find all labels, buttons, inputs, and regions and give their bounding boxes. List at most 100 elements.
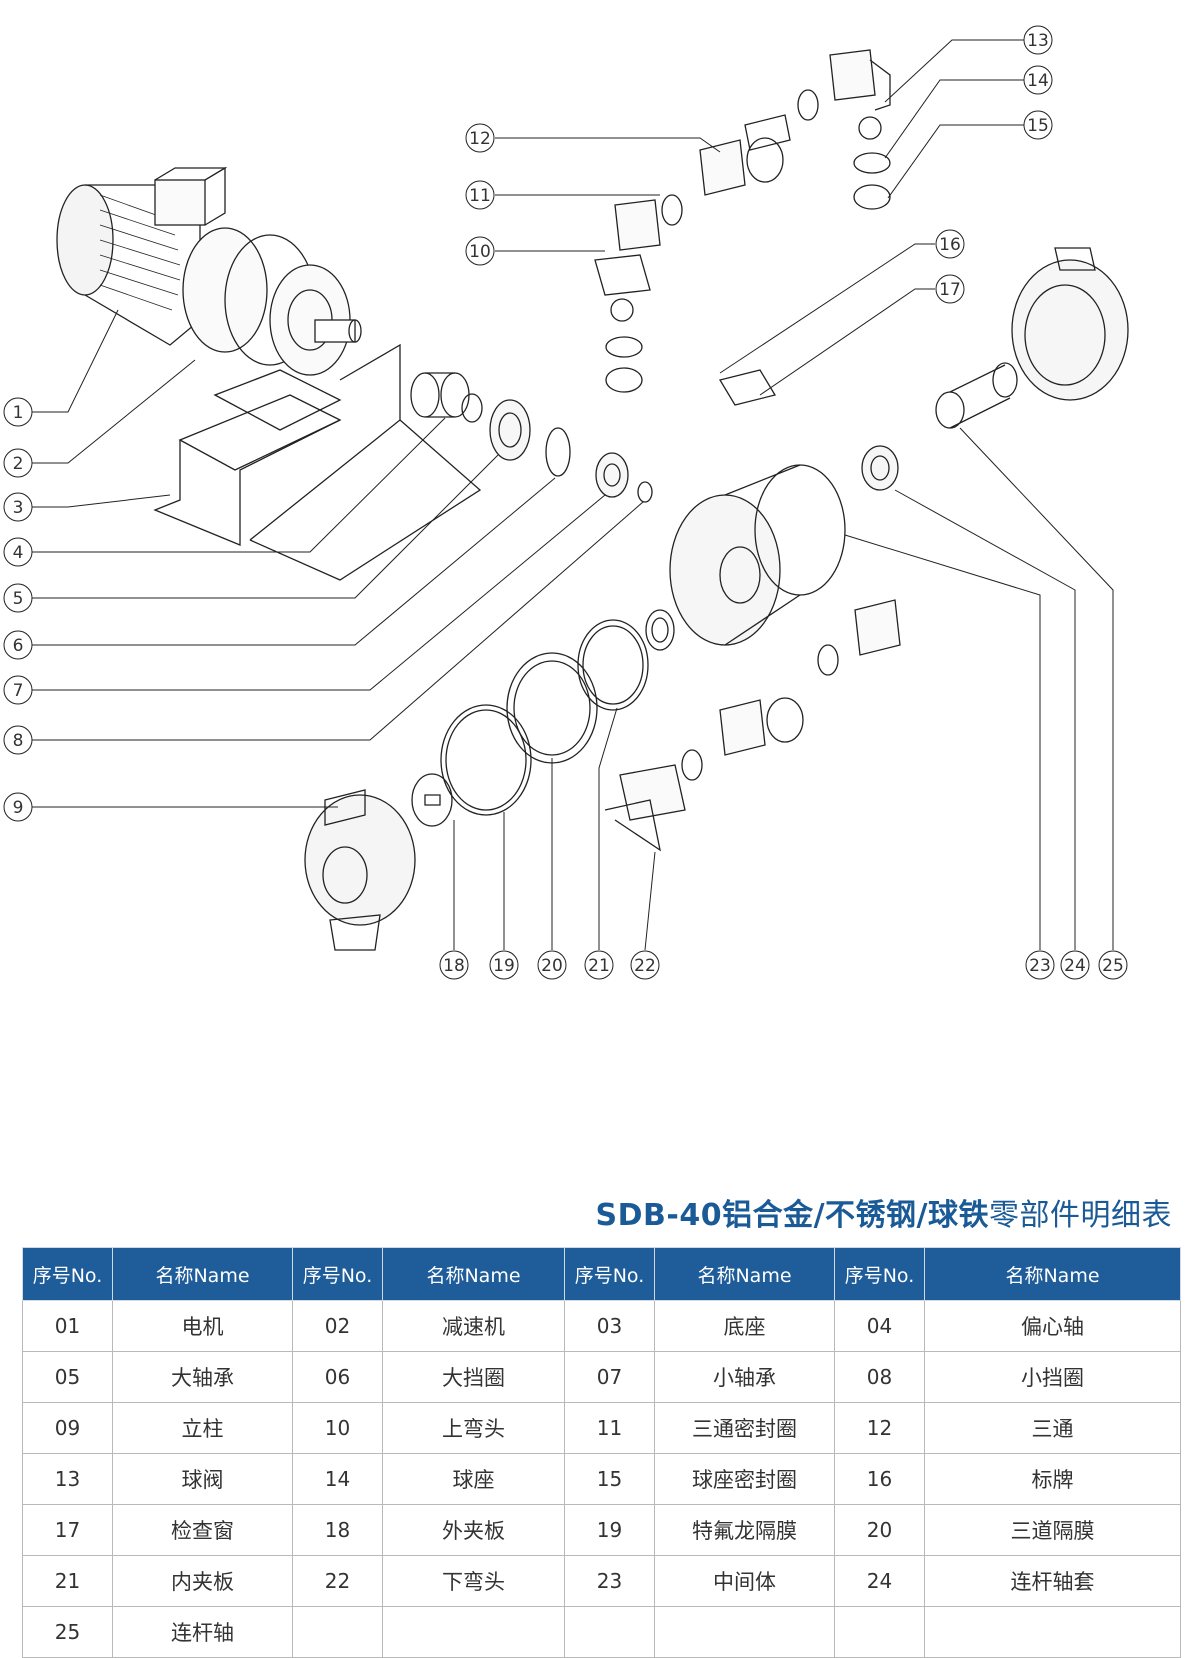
callout-2: 2 xyxy=(13,454,24,474)
part-number-cell: 25 xyxy=(22,1606,113,1658)
right-cover-part xyxy=(1011,247,1129,401)
callout-19: 19 xyxy=(493,956,515,976)
part-name-cell: 小挡圈 xyxy=(924,1351,1181,1403)
upper-tee-part xyxy=(699,114,791,196)
header-name: 名称Name xyxy=(382,1247,565,1301)
part-number-cell: 10 xyxy=(292,1402,383,1454)
part-name-cell: 球座密封圈 xyxy=(654,1453,835,1505)
callout-16: 16 xyxy=(939,235,961,255)
part-number-cell: 13 xyxy=(22,1453,113,1505)
part-number-cell: 14 xyxy=(292,1453,383,1505)
part-name-cell: 电机 xyxy=(112,1300,293,1352)
callout-8: 8 xyxy=(13,731,24,751)
part-number-cell: 21 xyxy=(22,1555,113,1607)
part-number-cell: 20 xyxy=(834,1504,925,1556)
part-number-cell: 06 xyxy=(292,1351,383,1403)
upper-elbow-part xyxy=(829,49,891,111)
table-title-suffix: 零部件明细表 xyxy=(989,1198,1172,1233)
part-number-cell: 08 xyxy=(834,1351,925,1403)
part-number-cell: 07 xyxy=(564,1351,655,1403)
callout-4: 4 xyxy=(13,543,24,563)
part-name-cell: 球阀 xyxy=(112,1453,293,1505)
part-name-cell xyxy=(654,1606,835,1658)
part-number-cell: 18 xyxy=(292,1504,383,1556)
part-name-cell: 底座 xyxy=(654,1300,835,1352)
part-number-cell: 04 xyxy=(834,1300,925,1352)
callout-20: 20 xyxy=(541,956,563,976)
part-number-cell: 01 xyxy=(22,1300,113,1352)
part-name-cell: 球座 xyxy=(382,1453,565,1505)
part-number-cell: 05 xyxy=(22,1351,113,1403)
part-name-cell: 小轴承 xyxy=(654,1351,835,1403)
header-no: 序号No. xyxy=(564,1247,655,1301)
part-number-cell xyxy=(292,1606,383,1658)
callout-10: 10 xyxy=(469,242,491,262)
callout-6: 6 xyxy=(13,636,24,656)
motor-part xyxy=(56,166,228,346)
callout-12: 12 xyxy=(469,129,491,149)
part-number-cell: 02 xyxy=(292,1300,383,1352)
callout-22: 22 xyxy=(634,956,656,976)
part-number-cell xyxy=(564,1606,655,1658)
part-name-cell: 标牌 xyxy=(924,1453,1181,1505)
part-number-cell: 22 xyxy=(292,1555,383,1607)
part-name-cell: 中间体 xyxy=(654,1555,835,1607)
callout-9: 9 xyxy=(13,798,24,818)
header-no: 序号No. xyxy=(292,1247,383,1301)
callout-21: 21 xyxy=(588,956,610,976)
part-name-cell xyxy=(924,1606,1181,1658)
header-no: 序号No. xyxy=(834,1247,925,1301)
part-name-cell: 下弯头 xyxy=(382,1555,565,1607)
callout-14: 14 xyxy=(1027,71,1049,91)
callout-23: 23 xyxy=(1029,956,1051,976)
exploded-diagram: 1 2 3 4 5 6 7 8 9 13 14 15 12 11 10 16 1… xyxy=(3,25,1129,980)
part-number-cell: 12 xyxy=(834,1402,925,1454)
part-name-cell: 三通密封圈 xyxy=(654,1402,835,1454)
part-name-cell: 立柱 xyxy=(112,1402,293,1454)
part-number-cell: 03 xyxy=(564,1300,655,1352)
part-name-cell: 特氟龙隔膜 xyxy=(654,1504,835,1556)
part-number-cell: 17 xyxy=(22,1504,113,1556)
part-number-cell: 16 xyxy=(834,1453,925,1505)
part-name-cell: 内夹板 xyxy=(112,1555,293,1607)
header-name: 名称Name xyxy=(924,1247,1181,1301)
part-name-cell: 偏心轴 xyxy=(924,1300,1181,1352)
part-number-cell: 09 xyxy=(22,1402,113,1454)
part-name-cell: 大轴承 xyxy=(112,1351,293,1403)
header-no: 序号No. xyxy=(22,1247,113,1301)
callout-3: 3 xyxy=(13,498,24,518)
callout-13: 13 xyxy=(1027,31,1049,51)
part-name-cell: 减速机 xyxy=(382,1300,565,1352)
part-name-cell: 连杆轴套 xyxy=(924,1555,1181,1607)
base-part xyxy=(153,343,482,581)
part-number-cell: 19 xyxy=(564,1504,655,1556)
callout-25: 25 xyxy=(1102,956,1124,976)
part-name-cell xyxy=(382,1606,565,1658)
part-name-cell: 连杆轴 xyxy=(112,1606,293,1658)
part-name-cell: 检查窗 xyxy=(112,1504,293,1556)
part-name-cell: 大挡圈 xyxy=(382,1351,565,1403)
header-name: 名称Name xyxy=(654,1247,835,1301)
table-header-row: 序号No. 名称Name 序号No. 名称Name 序号No. 名称Name 序… xyxy=(22,1247,1181,1301)
parts-table: 序号No. 名称Name 序号No. 名称Name 序号No. 名称Name 序… xyxy=(22,1247,1181,1658)
callout-11: 11 xyxy=(469,186,491,206)
callout-18: 18 xyxy=(443,956,465,976)
part-number-cell: 15 xyxy=(564,1453,655,1505)
part-name-cell: 上弯头 xyxy=(382,1402,565,1454)
part-name-cell: 外夹板 xyxy=(382,1504,565,1556)
callout-15: 15 xyxy=(1027,116,1049,136)
callout-7: 7 xyxy=(13,681,24,701)
table-title-model: SDB-40铝合金/不锈钢/球铁 xyxy=(595,1198,989,1233)
table-title: SDB-40铝合金/不锈钢/球铁零部件明细表 xyxy=(596,1190,1173,1234)
header-name: 名称Name xyxy=(112,1247,293,1301)
middle-body-part xyxy=(669,464,846,646)
pillar-part xyxy=(304,789,416,951)
